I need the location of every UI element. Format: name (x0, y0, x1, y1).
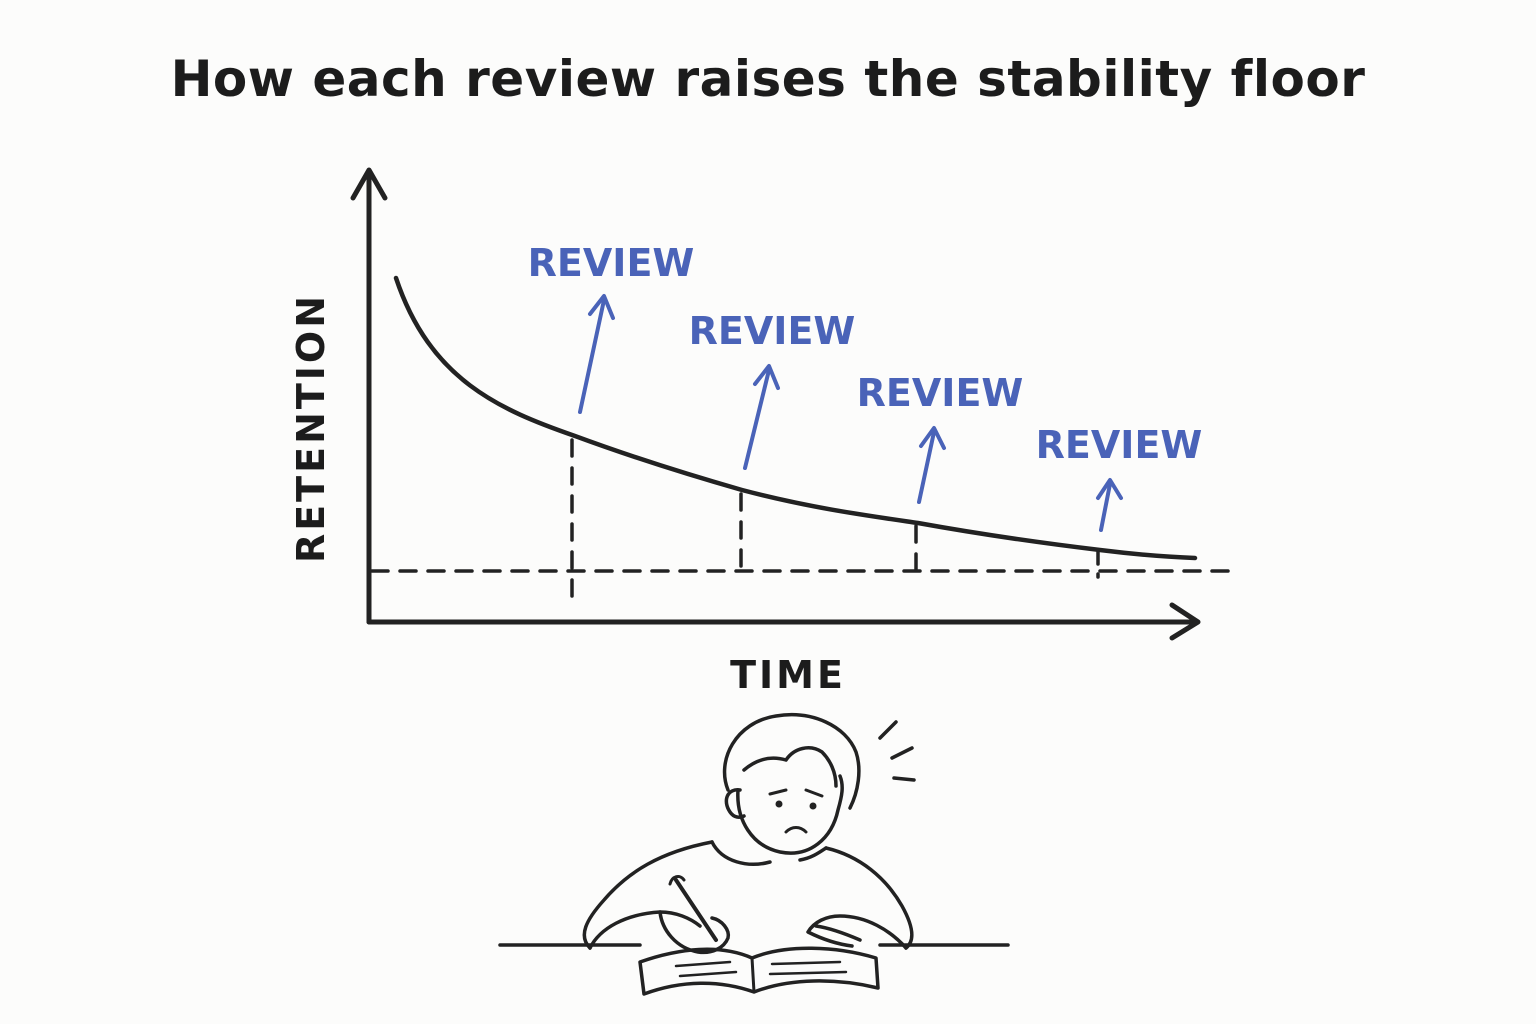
review-drop-lines (570, 438, 1100, 598)
collar (710, 840, 828, 866)
hair (722, 713, 861, 810)
review-label-3: REVIEW (857, 371, 1024, 415)
right-arm (806, 914, 908, 950)
x-axis (366, 602, 1201, 641)
torso (582, 840, 914, 950)
ear (724, 788, 746, 819)
review-arrow-2 (743, 364, 780, 470)
worried-face-icon (768, 788, 824, 834)
y-axis (350, 167, 388, 625)
pen-icon (668, 875, 718, 942)
review-arrow-4 (1096, 478, 1123, 532)
x-axis-label: TIME (730, 653, 846, 697)
writing-hand (658, 910, 731, 955)
face-outline (736, 774, 844, 855)
review-label-4: REVIEW (1036, 423, 1203, 467)
stress-lines-icon (878, 720, 916, 782)
forgetting-curve (393, 275, 1198, 561)
page-title: How each review raises the stability flo… (170, 50, 1366, 108)
review-arrow-3 (917, 426, 946, 504)
review-label-1: REVIEW (528, 241, 695, 285)
left-arm (588, 910, 702, 950)
review-arrows (578, 294, 1123, 532)
review-label-2: REVIEW (689, 309, 856, 353)
student-illustration (498, 713, 1010, 996)
review-arrow-1 (578, 294, 615, 414)
notebook-icon (638, 946, 880, 996)
y-axis-label: RETENTION (289, 293, 333, 563)
